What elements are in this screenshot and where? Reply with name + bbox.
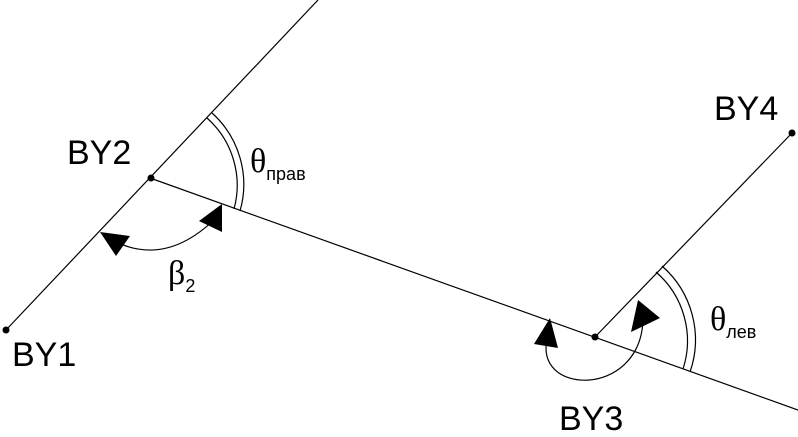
label-beta2: β2 xyxy=(168,255,195,296)
line-by1-by2-extended xyxy=(5,0,319,331)
beta2-subscript: 2 xyxy=(185,276,195,296)
beta2-symbol: β xyxy=(168,255,185,292)
point-by2 xyxy=(147,174,155,182)
point-by4 xyxy=(788,129,796,137)
theta-left-arc-outer xyxy=(661,265,697,373)
label-theta-right: θправ xyxy=(250,143,306,184)
beta2-arrowhead-left xyxy=(100,232,130,256)
label-by4: BY4 xyxy=(714,90,778,128)
theta-left-subscript: лев xyxy=(726,322,756,342)
theta-right-arc-outer xyxy=(211,112,245,212)
beta2-arrowhead-right xyxy=(199,204,222,232)
theta-left-symbol: θ xyxy=(710,301,726,338)
line-by2-by3-extended xyxy=(149,177,798,411)
label-by2: BY2 xyxy=(67,134,131,172)
theta-right-symbol: θ xyxy=(250,143,266,180)
point-by3 xyxy=(591,333,599,341)
beta2-arc xyxy=(111,217,217,251)
by3-angle-arc xyxy=(545,319,644,381)
theta-left-arc-inner xyxy=(655,271,689,370)
by3-arrowhead-left xyxy=(534,318,558,348)
line-by3-by4 xyxy=(594,132,793,338)
label-by3: BY3 xyxy=(559,400,623,437)
point-by1 xyxy=(2,326,10,334)
by3-arrowhead-right xyxy=(631,300,660,332)
label-by1: BY1 xyxy=(12,336,76,374)
theta-right-arc-inner xyxy=(206,117,238,210)
label-theta-left: θлев xyxy=(710,301,756,342)
theta-right-subscript: прав xyxy=(266,164,305,184)
